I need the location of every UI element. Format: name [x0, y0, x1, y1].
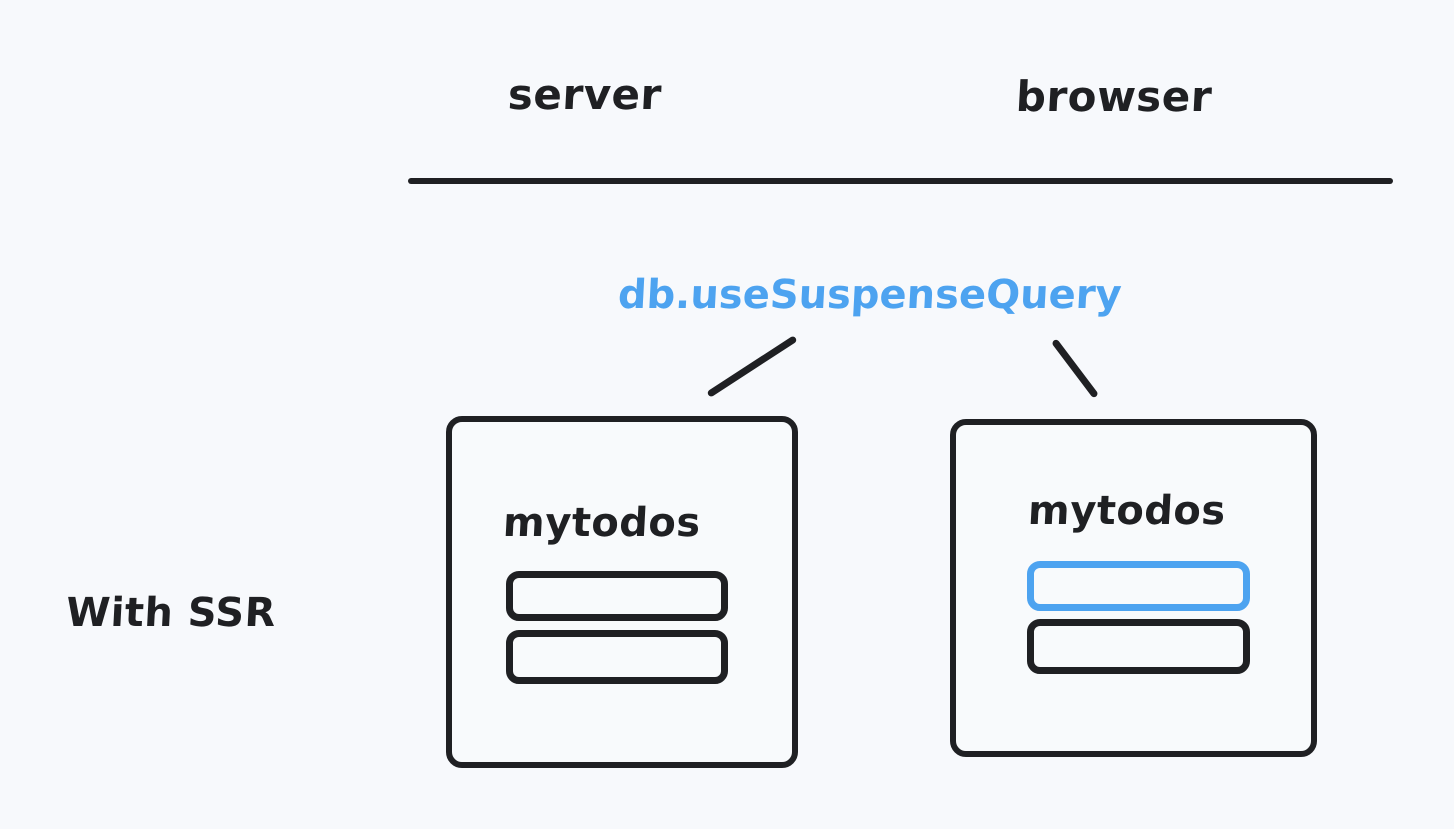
todo-row: [506, 630, 728, 684]
row-label-with-ssr: With SSR: [64, 590, 278, 636]
card-title-browser: mytodos: [1026, 488, 1227, 534]
annotation-label-use-suspense-query: db.useSuspenseQuery: [616, 272, 1123, 318]
todo-row: [506, 571, 728, 621]
todo-row: [1027, 619, 1250, 674]
column-header-browser: browser: [1014, 72, 1214, 121]
card-title-server: mytodos: [501, 500, 702, 546]
header-divider-line: [408, 178, 1393, 184]
leader-line-to-browser-card: [1051, 338, 1099, 399]
todo-row: [1027, 561, 1250, 611]
app-card-browser: [950, 419, 1317, 757]
column-header-server: server: [506, 70, 664, 119]
leader-line-to-server-card: [706, 335, 798, 398]
app-card-server: [446, 416, 798, 768]
